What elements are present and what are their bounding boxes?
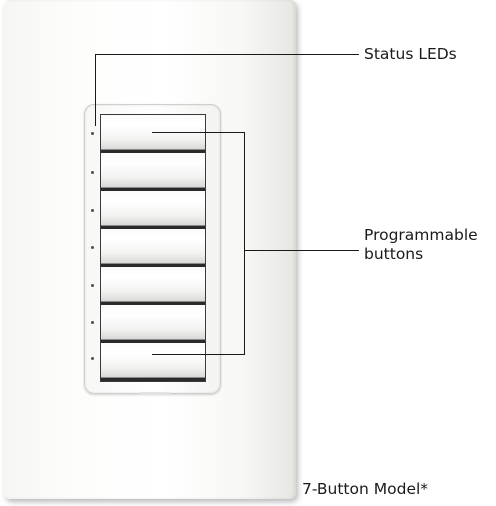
programmable-buttons-label-line1: Programmable [364, 226, 478, 244]
programmable-button-6[interactable] [101, 305, 205, 340]
status-led-3 [91, 209, 94, 212]
status-leds-leader-horizontal [95, 54, 359, 55]
programmable-buttons-label-line2: buttons [364, 245, 424, 263]
buttons-bracket-vertical [244, 132, 245, 355]
status-led-1 [91, 132, 94, 135]
buttons-bracket-bottom [152, 354, 245, 355]
buttons-leader-horizontal [244, 250, 359, 251]
bezel-notch [140, 392, 170, 395]
status-led-6 [91, 321, 94, 324]
status-led-4 [91, 246, 94, 249]
programmable-button-7[interactable] [101, 343, 205, 378]
programmable-button-2[interactable] [101, 153, 205, 188]
programmable-button-3[interactable] [101, 191, 205, 226]
status-leds-label: Status LEDs [364, 45, 457, 63]
status-led-5 [91, 284, 94, 287]
programmable-button-5[interactable] [101, 267, 205, 302]
model-caption: 7-Button Model* [302, 480, 429, 498]
status-leds-leader-vertical [95, 54, 96, 126]
status-led-7 [91, 357, 94, 360]
programmable-button-4[interactable] [101, 229, 205, 264]
buttons-bracket-top [152, 132, 245, 133]
status-led-2 [91, 171, 94, 174]
